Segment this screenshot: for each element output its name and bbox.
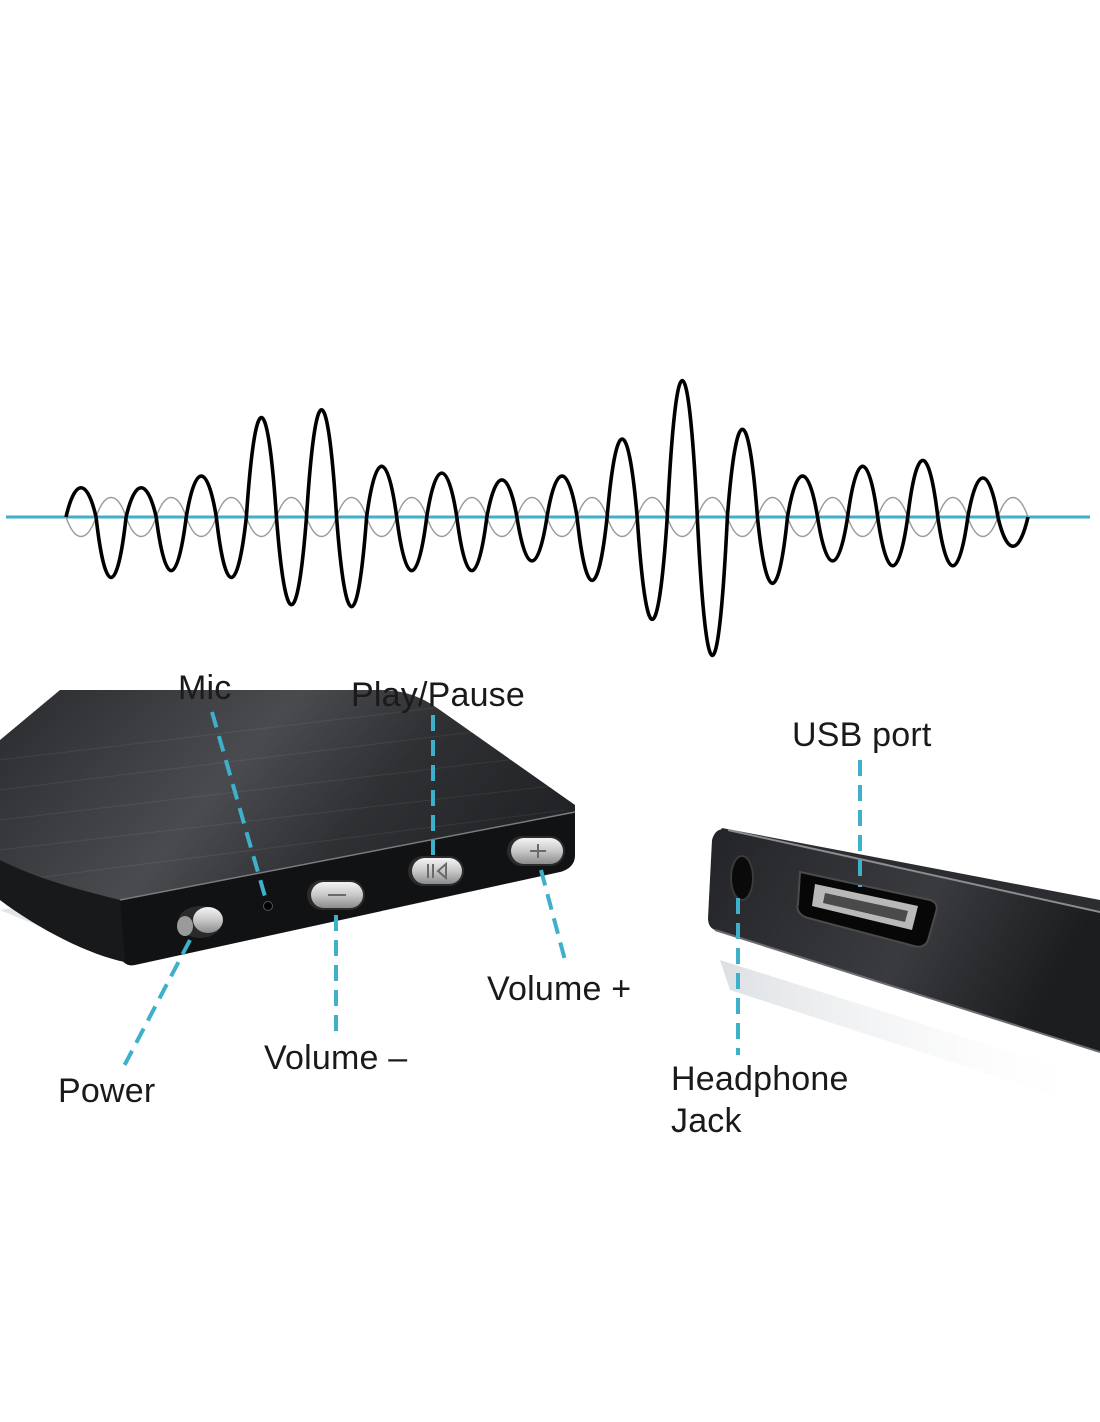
mic-leader-line: [210, 711, 268, 901]
headphone-jack-icon: [730, 855, 754, 901]
label-headphone-jack: Headphone Jack: [671, 1058, 849, 1142]
play-pause-button-icon: [408, 856, 464, 886]
volume-minus-button-icon: [307, 880, 365, 910]
waveform-main-trace: [64, 378, 1030, 658]
mic-hole-icon: [263, 901, 273, 911]
left-device: [0, 690, 600, 966]
label-mic: Mic: [178, 669, 232, 707]
right-device: [708, 828, 1100, 1110]
label-headphone-line2: Jack: [671, 1102, 742, 1140]
volume-plus-leader-line: [539, 869, 568, 965]
label-volume-minus: Volume –: [264, 1039, 408, 1077]
label-usb-port: USB port: [792, 716, 932, 754]
label-headphone-line1: Headphone: [671, 1060, 849, 1098]
label-power: Power: [58, 1072, 156, 1110]
label-play-pause: Play/Pause: [351, 676, 525, 714]
power-button-icon: [177, 906, 223, 938]
label-volume-plus: Volume +: [487, 970, 632, 1008]
leader-lines: [120, 711, 862, 1071]
waveform-icon: [6, 378, 1090, 658]
usb-port-icon: [796, 870, 938, 948]
volume-plus-button-icon: [507, 836, 565, 866]
